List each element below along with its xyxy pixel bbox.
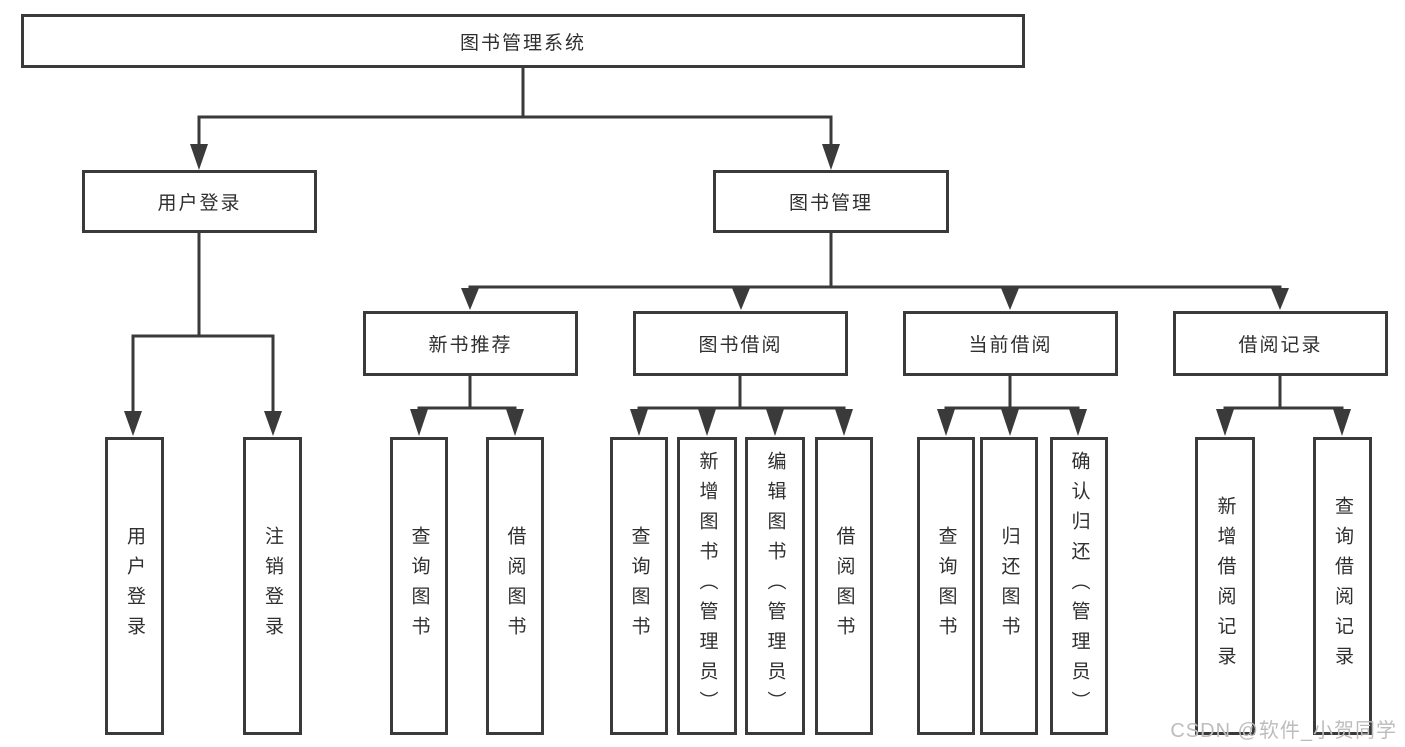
node-book-borrowing: 图书借阅: [633, 311, 848, 376]
node-borrowing-records-label: 借阅记录: [1238, 335, 1323, 356]
leaf-bb-edit-book-admin: 编辑图书（管理员）: [745, 437, 805, 735]
node-user-login: 用户登录: [82, 170, 317, 233]
leaf-user-login: 用户登录: [105, 437, 164, 735]
leaf-user-login-label: 用户登录: [124, 526, 145, 646]
connector-current-borrowing-to-leaves: [937, 374, 1087, 436]
node-root: 图书管理系统: [21, 14, 1025, 68]
leaf-bb-edit-book-admin-label: 编辑图书（管理员）: [764, 451, 786, 721]
leaf-br-add-record-label: 新增借阅记录: [1214, 496, 1236, 676]
leaf-cb-query-book: 查询图书: [917, 437, 975, 735]
leaf-cb-confirm-return-admin-label: 确认归还（管理员）: [1068, 451, 1090, 721]
node-borrowing-records: 借阅记录: [1173, 311, 1388, 376]
node-root-label: 图书管理系统: [459, 32, 586, 54]
leaf-cb-query-book-label: 查询图书: [935, 526, 957, 646]
leaf-bb-query-book: 查询图书: [610, 437, 668, 735]
csdn-watermark: CSDN @软件_小贺同学: [1170, 720, 1397, 742]
node-new-book-recommend: 新书推荐: [363, 311, 578, 376]
node-book-management-label: 图书管理: [788, 193, 873, 214]
leaf-br-query-record-label: 查询借阅记录: [1332, 496, 1353, 676]
node-current-borrowing-label: 当前借阅: [968, 335, 1053, 356]
leaf-bb-borrow-book: 借阅图书: [815, 437, 873, 735]
leaf-logout: 注销登录: [243, 437, 302, 735]
connector-root-to-level2: [190, 66, 840, 170]
leaf-br-query-record: 查询借阅记录: [1313, 437, 1372, 735]
leaf-bb-query-book-label: 查询图书: [628, 526, 650, 646]
connector-user-login-to-leaves: [124, 231, 282, 436]
leaf-br-add-record: 新增借阅记录: [1195, 437, 1255, 735]
leaf-nbr-borrow-book: 借阅图书: [486, 437, 544, 735]
node-book-borrowing-label: 图书借阅: [698, 335, 783, 356]
connector-book-management-to-level3: [461, 231, 1289, 310]
leaf-nbr-borrow-book-label: 借阅图书: [504, 526, 526, 646]
leaf-nbr-query-book-label: 查询图书: [408, 526, 430, 646]
leaf-bb-borrow-book-label: 借阅图书: [833, 526, 855, 646]
leaf-logout-label: 注销登录: [262, 526, 283, 646]
node-current-borrowing: 当前借阅: [903, 311, 1118, 376]
leaf-cb-confirm-return-admin: 确认归还（管理员）: [1050, 437, 1108, 735]
leaf-cb-return-book-label: 归还图书: [998, 526, 1020, 646]
node-new-book-recommend-label: 新书推荐: [428, 335, 513, 356]
node-book-management: 图书管理: [713, 170, 949, 233]
connector-borrowing-records-to-leaves: [1216, 374, 1351, 436]
connector-new-book-recommend-to-leaves: [410, 374, 524, 436]
leaf-nbr-query-book: 查询图书: [390, 437, 448, 735]
node-user-login-label: 用户登录: [157, 193, 242, 214]
leaf-bb-add-book-admin: 新增图书（管理员）: [677, 437, 737, 735]
leaf-bb-add-book-admin-label: 新增图书（管理员）: [696, 451, 718, 721]
connector-book-borrowing-to-leaves: [630, 374, 853, 436]
leaf-cb-return-book: 归还图书: [980, 437, 1038, 735]
